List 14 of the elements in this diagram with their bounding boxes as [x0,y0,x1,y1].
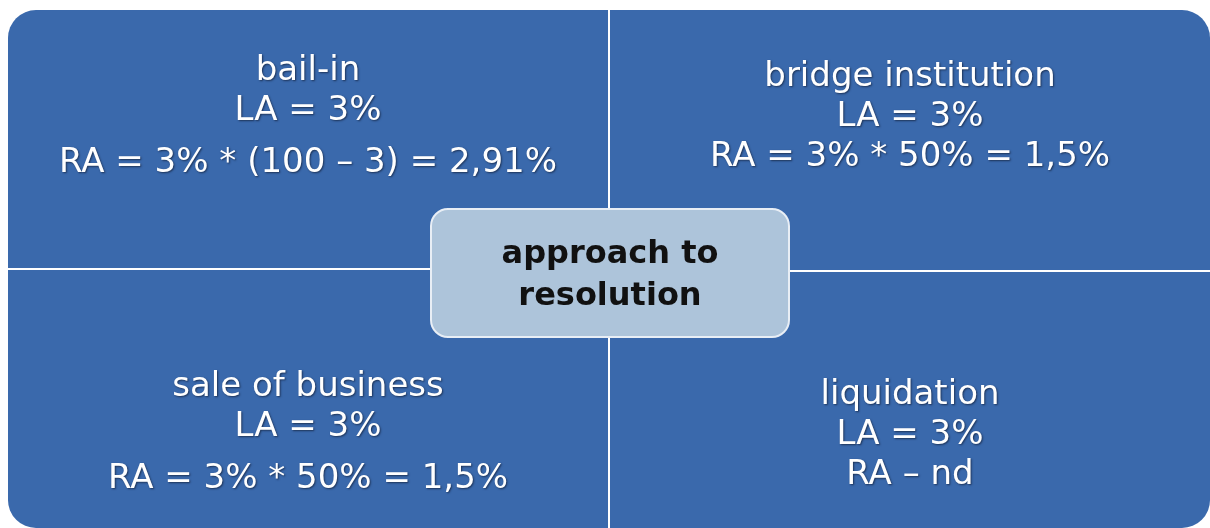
formula-text: LA = 3% [836,412,984,452]
formula-text: LA = 3% [234,88,382,128]
center-box [430,208,790,338]
formula-text: RA = 3% * 50% = 1,5% [709,134,1111,174]
formula-text: LA = 3% [234,404,382,444]
formula-text: RA = 3% * (100 – 3) = 2,91% [59,140,557,180]
center-label: approach to resolution [500,232,720,315]
formula-text: RA – nd [846,452,974,492]
formula-text: LA = 3% [836,94,984,134]
heading-text: sale of business [172,364,444,404]
heading-text: bridge institution [764,54,1056,94]
formula-text: RA = 3% * 50% = 1,5% [107,456,509,496]
heading-text: bail-in [255,48,361,88]
heading-text: liquidation [820,372,1000,412]
